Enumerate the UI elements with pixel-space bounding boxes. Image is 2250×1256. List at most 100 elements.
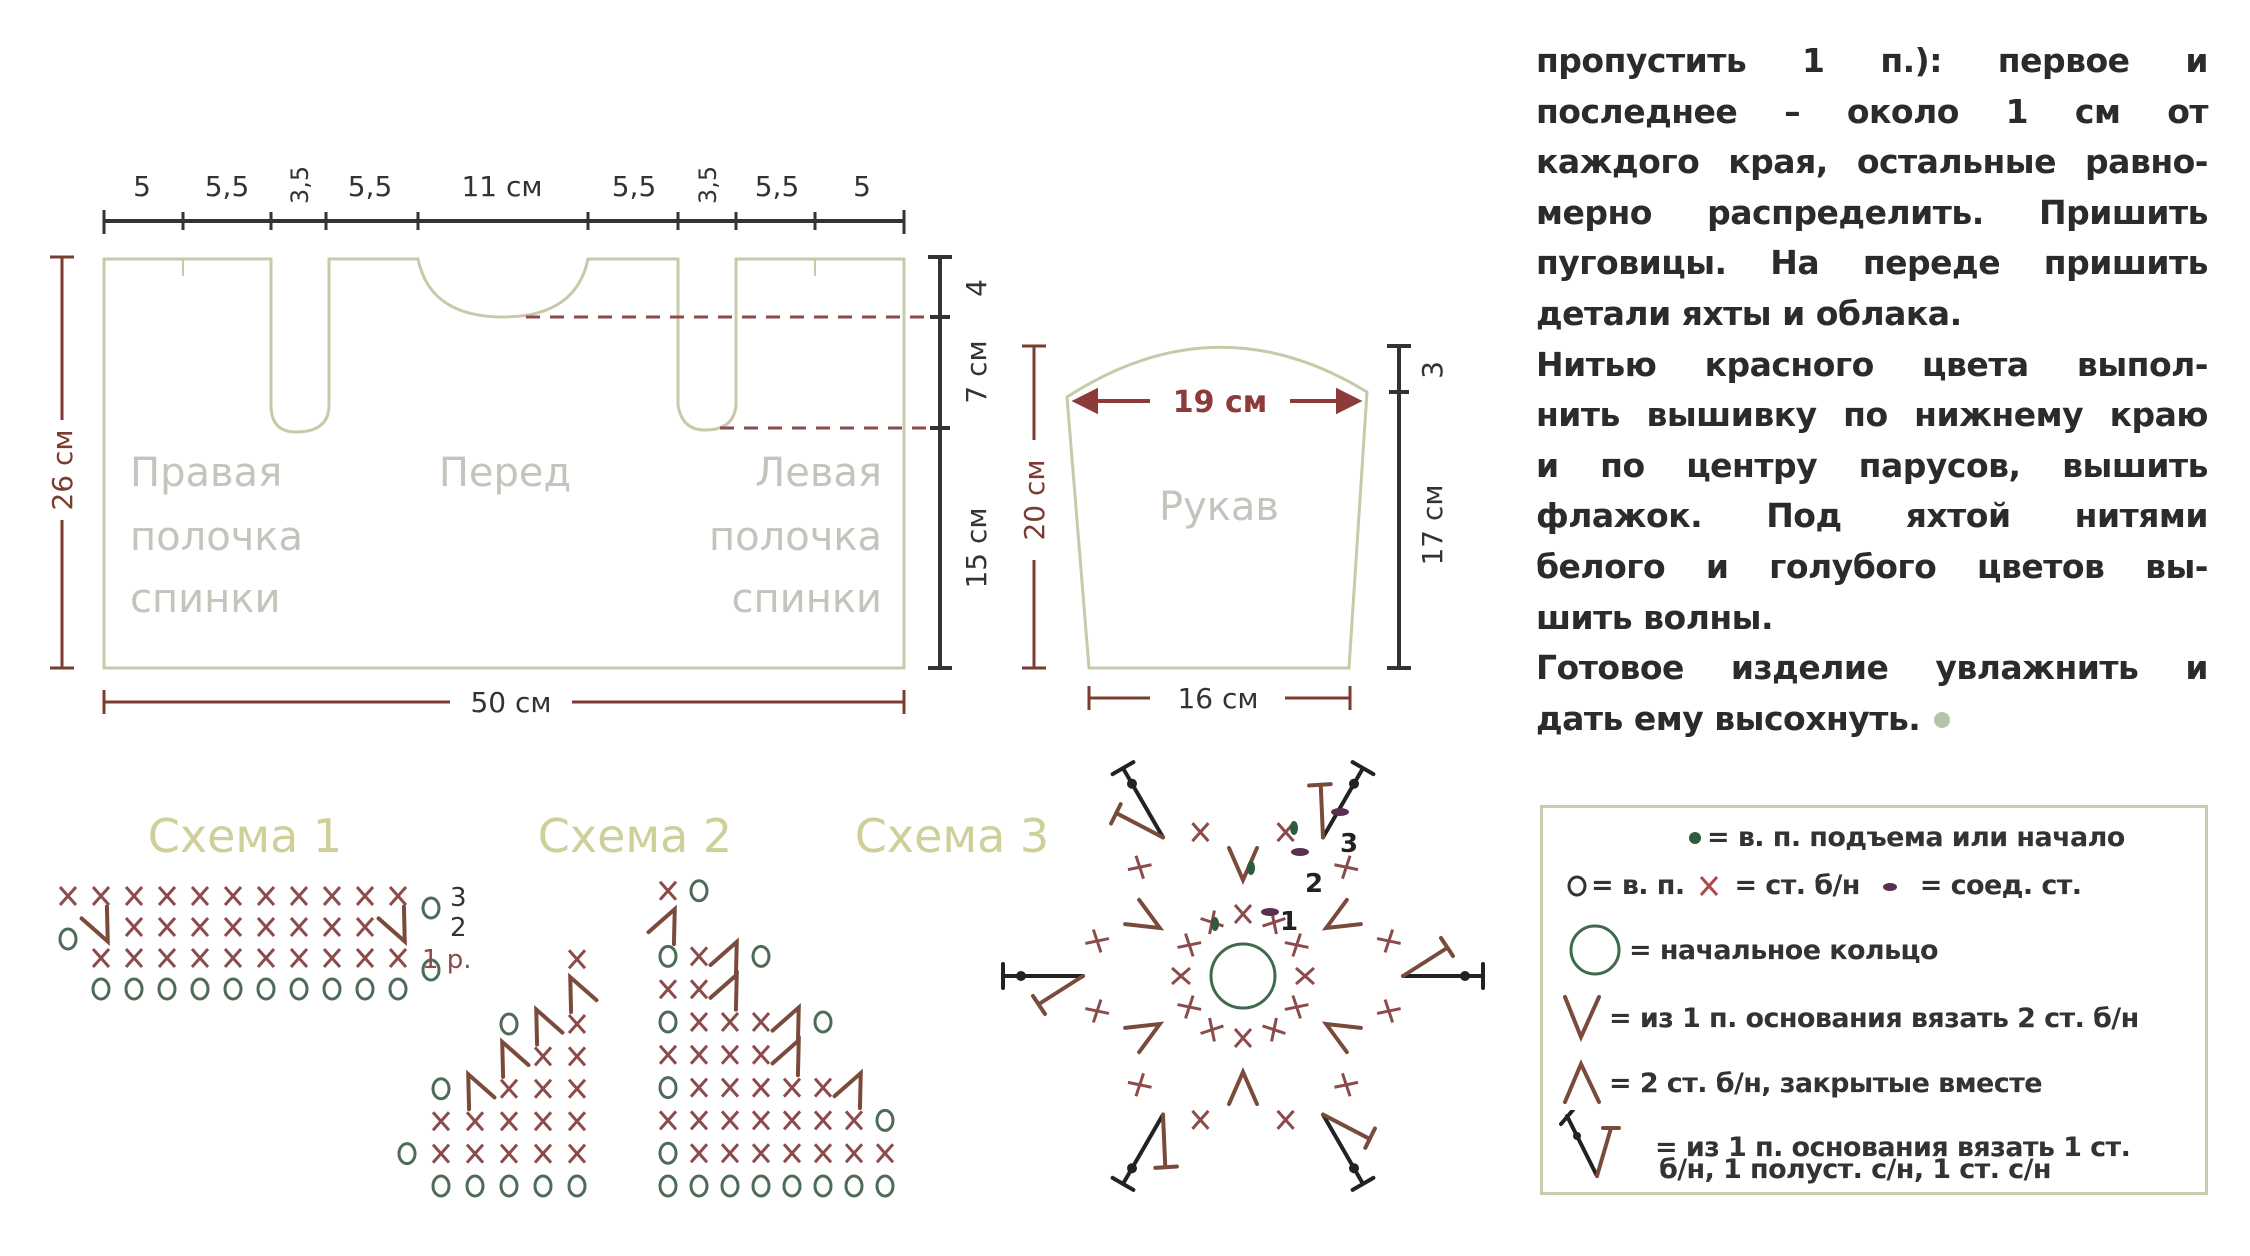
single-crochet-mark [124, 948, 144, 968]
increase-mark [1123, 1021, 1165, 1055]
increase-mark [79, 904, 110, 947]
chain-stitch-mark [499, 1174, 519, 1198]
width-label: 50 см [470, 686, 551, 719]
legend-text: = соед. ст. [1919, 870, 2082, 901]
slip-stitch-mark [1331, 808, 1349, 816]
single-crochet-mark [1233, 904, 1253, 924]
decrease-mark [770, 1002, 801, 1045]
single-crochet-mark [1334, 1072, 1359, 1097]
increase-mark [1321, 897, 1363, 931]
legend-text: = из 1 п. основания вязать 2 ст. б/н [1609, 1002, 2139, 1034]
right-dim-label: 15 см [960, 507, 993, 588]
single-crochet-mark [689, 1044, 709, 1065]
text-line: последнее – около 1 см от [1536, 91, 2209, 131]
chain-stitch-mark [190, 977, 210, 1001]
legend-text: = ст. б/н [1734, 870, 1860, 901]
top-dim-label: 3,5 [694, 166, 722, 204]
single-crochet-mark [1191, 822, 1210, 843]
single-crochet-mark [567, 1078, 587, 1099]
single-crochet-mark [256, 917, 276, 937]
legend-item: = в. п. подъема или начало [1683, 822, 2125, 853]
single-crochet-mark [782, 1143, 802, 1164]
single-crochet-mark [689, 979, 709, 1000]
chain-stitch-mark [223, 977, 243, 1001]
piece-name-right-back: полочка [130, 514, 303, 560]
decrease-mark [832, 1068, 863, 1111]
chain-stitch-mark [658, 1076, 678, 1100]
single-crochet-mark [751, 1143, 771, 1164]
legend-text: б/н, 1 полуст. с/н, 1 ст. с/н [1659, 1154, 2052, 1185]
single-crochet-mark [1127, 855, 1152, 880]
single-crochet-mark [157, 917, 177, 937]
single-crochet-mark [499, 1143, 519, 1164]
text-line: Нитью красного цвета выпол- [1536, 344, 2209, 384]
piece-name-left-back: спинки [732, 576, 882, 622]
single-crochet-mark [58, 886, 78, 906]
chain-stitch-mark [720, 1174, 740, 1198]
increase-mark [1227, 1067, 1259, 1106]
single-crochet-mark [782, 1077, 802, 1098]
single-crochet-mark [1200, 1017, 1224, 1042]
single-crochet-mark [689, 1110, 709, 1131]
chain-stitch-mark [782, 1174, 802, 1198]
chain-stitch-mark [355, 977, 375, 1001]
right-dim-label: 7 см [960, 340, 993, 403]
text-line: Готовое изделие увлажнить и [1536, 648, 2209, 688]
text-line: каждого края, остальные равно- [1536, 142, 2209, 182]
chain-stitch-mark [499, 1012, 519, 1036]
single-crochet-mark [499, 1078, 519, 1099]
single-crochet-mark [256, 948, 276, 968]
legend-item: = начальное кольцо [1565, 920, 1939, 980]
single-crochet-mark [223, 917, 243, 937]
single-crochet-mark [1085, 999, 1110, 1023]
scheme3-title: Схема 3 [855, 809, 1049, 863]
text-line: мерно распределить. Пришить [1536, 192, 2209, 232]
chain-stitch-mark [689, 1174, 709, 1198]
single-crochet-mark [844, 1143, 864, 1164]
single-crochet-mark [322, 886, 342, 906]
single-crochet-mark [388, 886, 408, 906]
single-crochet-mark [751, 1077, 771, 1098]
increase-mark [1321, 1021, 1363, 1055]
single-crochet-mark [689, 1012, 709, 1032]
scheme1-row-label: 2 [450, 913, 467, 943]
single-crochet-mark [289, 917, 309, 937]
increase-mark [1123, 897, 1165, 931]
chain-stitch-mark [813, 1174, 833, 1198]
ring-icon [1569, 924, 1621, 976]
single-crochet-mark [658, 979, 678, 1000]
v-increase-icon [1563, 995, 1601, 1043]
chain-stitch-mark [658, 944, 678, 968]
sleeve-top-width: 19 см [1173, 385, 1268, 420]
single-crochet-mark [1284, 995, 1309, 1019]
single-crochet-mark [658, 1110, 678, 1131]
decrease-mark [646, 904, 677, 947]
single-crochet-mark [289, 948, 309, 968]
instructions-text: пропустить 1 п.): первое и последнее – о… [1536, 36, 2209, 744]
legend-text: = начальное кольцо [1629, 934, 1939, 966]
single-crochet-mark [355, 948, 375, 968]
piece-name-left-back: Левая [755, 450, 882, 496]
legend-text: = 2 ст. б/н, закрытые вместе [1609, 1067, 2043, 1099]
text-line: дать ему высохнуть. [1536, 698, 1921, 738]
single-crochet-mark [720, 1110, 740, 1131]
piece-name-left-back: полочка [709, 514, 882, 560]
single-crochet-mark [256, 886, 276, 906]
single-crochet-mark [782, 1110, 802, 1131]
text-line: детали яхты и облака. [1536, 293, 1962, 333]
sleeve-label: Рукав [1159, 484, 1279, 530]
scheme2-chart [397, 879, 895, 1198]
single-crochet-mark [751, 1044, 771, 1065]
end-mark-icon [1934, 712, 1951, 729]
chain-stitch-mark [421, 958, 441, 982]
single-crochet-mark [1376, 999, 1401, 1023]
chain-stitch-mark [91, 977, 111, 1001]
chain-stitch-mark [658, 1174, 678, 1198]
text-line: нить вышивку по нижнему краю [1536, 395, 2209, 435]
chain-stitch-mark [397, 1142, 417, 1166]
body-pattern: 5 5,5 3,5 5,5 11 см 5,5 3,5 5,5 5 4 7 см… [46, 166, 993, 719]
combo-stitch-mark [1307, 760, 1376, 840]
lambda-decrease-icon [1563, 1059, 1601, 1104]
piece-name-front: Перед [439, 450, 571, 496]
top-dim-label: 5,5 [755, 170, 800, 203]
